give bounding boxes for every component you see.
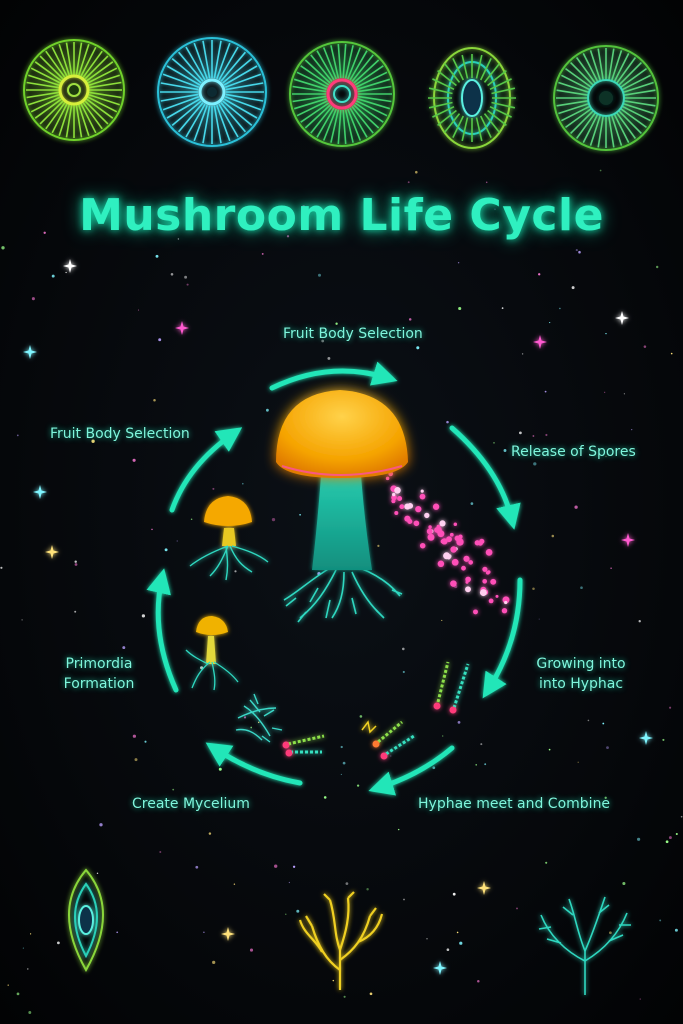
page-title: Mushroom Life Cycle	[79, 190, 604, 241]
tree-branch-icon	[538, 896, 631, 995]
mycelium-network	[235, 693, 325, 757]
arrow-right	[482, 577, 523, 699]
mandala-icon	[157, 37, 267, 147]
mandala-icon	[553, 45, 659, 151]
top-mandala-row	[23, 37, 659, 151]
main-mushroom-roots	[283, 567, 403, 623]
stage-label-upper-right: Release of Spores	[511, 444, 636, 460]
main-mushroom-cap	[276, 390, 408, 478]
mandala-icon	[289, 41, 395, 147]
arrow-top	[269, 361, 398, 391]
stage-label-bottom-right: Hyphae meet and Combine	[418, 796, 611, 812]
stage-label-upper-left: Fruit Body Selection	[50, 426, 190, 442]
arrow-upper-left	[169, 427, 243, 513]
stage-label-top: Fruit Body Selection	[283, 326, 423, 342]
hyphae-strands	[433, 661, 470, 714]
arrow-left	[146, 568, 179, 693]
stage-label-left: Primordia Formation	[63, 656, 135, 692]
mandala-icon	[23, 39, 125, 141]
stage-label-bottom-left: Create Mycelium	[132, 796, 250, 812]
primordia-mushroom	[185, 616, 239, 691]
arrow-bottom-left	[205, 742, 303, 786]
hyphae-combine	[361, 720, 415, 760]
seed-pod-icon	[68, 868, 104, 973]
young-mushroom	[189, 496, 269, 581]
star-field	[0, 169, 683, 1014]
coral-branch-icon	[298, 891, 384, 990]
cycle-arrows	[146, 361, 523, 796]
main-mushroom	[276, 390, 408, 623]
mandala-icon	[428, 47, 516, 149]
main-mushroom-stem	[312, 462, 372, 570]
arrow-bottom-right	[368, 745, 455, 796]
spore-cloud	[385, 471, 510, 615]
stage-label-right: Growing into into Hyphac	[536, 656, 626, 692]
bottom-decor-row	[68, 868, 631, 995]
arrow-upper-right	[449, 425, 521, 530]
